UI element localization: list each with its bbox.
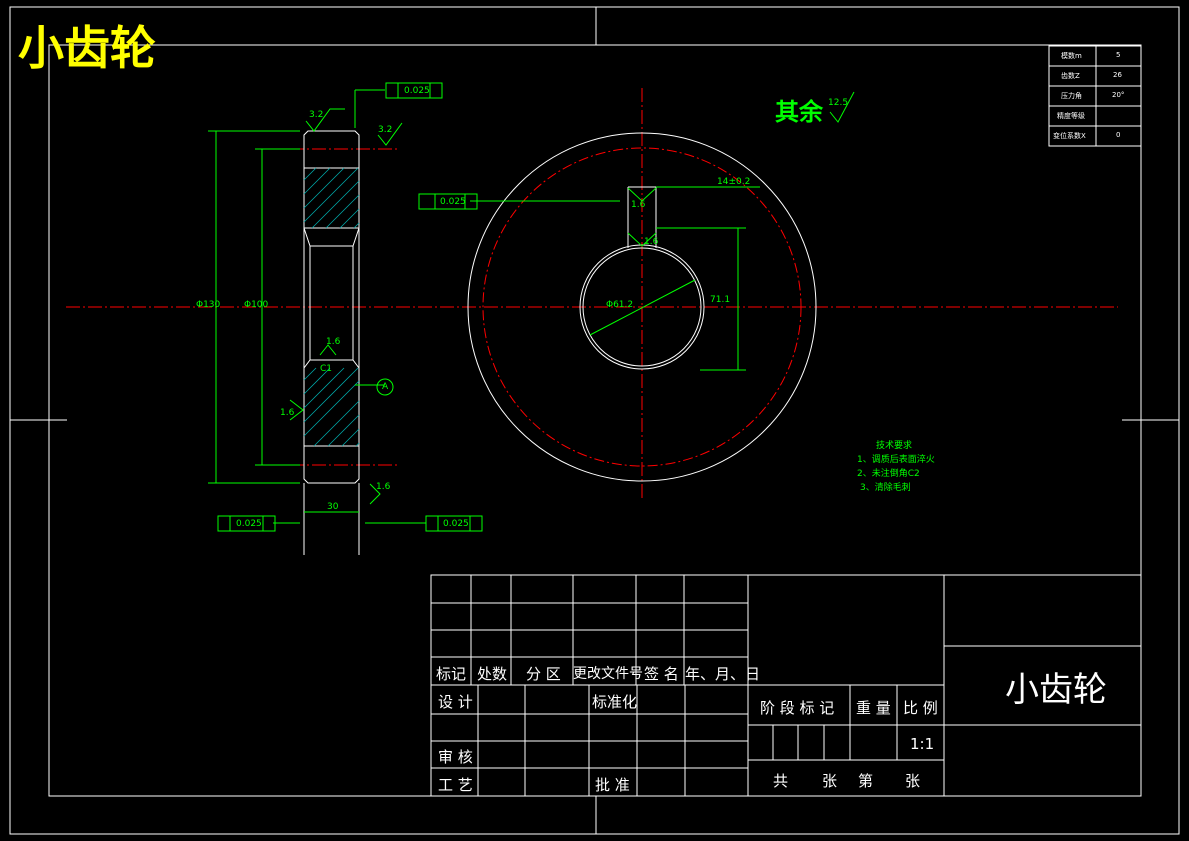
runout-top: 0.025 [404, 86, 430, 96]
param-value-module: 5 [1116, 51, 1121, 59]
param-label-accuracy: 精度等级 [1057, 112, 1085, 120]
tech-note-1: 1、调质后表面淬火 [857, 455, 935, 465]
tb-standardize: 标准化 [592, 693, 638, 711]
roughness-symbols [289, 91, 855, 505]
param-label-teeth: 齿数Z [1061, 72, 1080, 80]
tb-scale-value: 1:1 [910, 735, 935, 753]
ra-bottom: 1.6 [376, 482, 391, 492]
dim-root: Φ100 [244, 300, 269, 310]
gear-section-view [303, 130, 360, 555]
symmetry-tolerance: 0.025 [440, 197, 466, 207]
tb-part-name: 小齿轮 [1005, 670, 1107, 710]
remaining-roughness-label: 其余 [775, 98, 823, 126]
param-table-grid [1048, 45, 1142, 147]
tb-header-zone: 分 区 [526, 665, 561, 683]
section-hatch [303, 167, 360, 447]
keyway [627, 186, 657, 248]
title-block-grid [430, 574, 1142, 797]
center-lines [66, 88, 1118, 500]
chamfer: C1 [320, 364, 333, 374]
param-label-shift: 变位系数X [1053, 132, 1086, 140]
ra-top-right: 3.2 [378, 125, 393, 135]
ra-key-top: 1.6 [631, 200, 646, 210]
remaining-roughness-value: 12.5 [828, 98, 849, 108]
param-label-module: 模数m [1061, 52, 1082, 60]
param-value-shift: 0 [1116, 131, 1121, 139]
tb-process: 工 艺 [438, 776, 473, 794]
dim-bore: Φ61.2 [606, 300, 634, 310]
tech-note-2: 2、未注倒角C2 [857, 469, 920, 479]
param-value-pressure-angle: 20° [1112, 91, 1125, 99]
ra-key-side: 1.6 [644, 237, 659, 247]
tb-review: 审 核 [438, 748, 473, 766]
tb-sheet-no: 第 [858, 772, 874, 790]
tb-header-doc: 更改文件号 [573, 666, 643, 682]
param-value-teeth: 26 [1113, 71, 1122, 79]
tb-stage-mark: 阶 段 标 记 [760, 699, 835, 717]
ra-side: 1.6 [280, 408, 295, 418]
tb-weight: 重 量 [856, 699, 891, 717]
tb-header-sign: 签 名 [644, 665, 679, 683]
tolerance-frames [217, 82, 483, 532]
runout-bottom-right: 0.025 [443, 519, 469, 529]
tb-design: 设 计 [438, 693, 473, 711]
gear-front-view [467, 132, 817, 482]
param-label-pressure-angle: 压力角 [1061, 92, 1082, 100]
tb-approve: 批 准 [595, 776, 630, 794]
ra-top-left: 3.2 [309, 110, 324, 120]
tb-header-mark: 标记 [436, 665, 467, 683]
tb-header-count: 处数 [477, 665, 508, 683]
tb-scale: 比 例 [903, 699, 938, 717]
runout-bottom-left: 0.025 [236, 519, 262, 529]
datum-label: A [382, 382, 389, 392]
ra-bore-face: 1.6 [326, 337, 341, 347]
tech-notes-title: 技术要求 [876, 441, 913, 451]
drawing-title: 小齿轮 [18, 21, 156, 75]
dim-width: 30 [327, 502, 339, 512]
tb-sheet-unit2: 张 [905, 772, 921, 790]
dim-keyway-width: 14±0.2 [717, 177, 751, 187]
tb-sheets-total: 共 [773, 772, 789, 790]
dim-keyway-depth: 71.1 [710, 295, 731, 305]
tb-sheets-unit: 张 [822, 772, 838, 790]
dimension-lines [208, 89, 760, 524]
tb-header-date: 年、月、日 [685, 665, 761, 683]
dim-outer: Φ130 [196, 300, 221, 310]
tech-note-3: 3、清除毛刺 [860, 483, 911, 493]
